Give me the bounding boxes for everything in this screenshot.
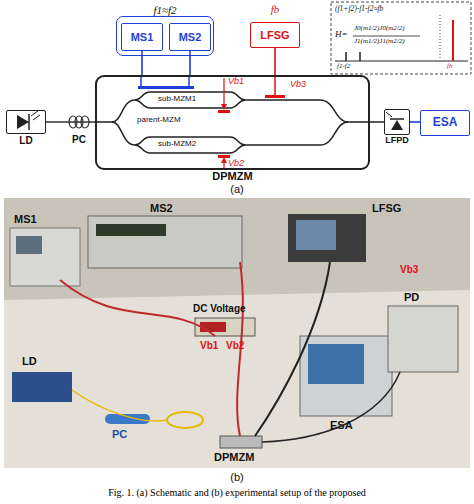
photo-wall [4,198,470,468]
signal-line [370,121,384,123]
source-group: f1≈f2MS1MS2 [116,16,214,56]
microwave-source-box: MS1 [121,23,163,51]
formula-denominator: J1(m1/2)J1(m2/2) [354,38,405,46]
node-text: LFSG [260,29,289,41]
photo-label: PD [404,291,419,303]
bias-voltage-label: Vb2 [228,159,244,169]
ms1-screen [16,236,42,254]
bias-voltage-label: Vb3 [290,80,306,90]
axis-label: f1-f2 [337,63,350,71]
photodetector-box: LFPD [384,109,410,135]
rf-electrode [138,86,194,89]
frequency-label: fb [271,3,280,15]
lfsg-wire [274,75,276,95]
node-text: ESA [433,116,458,129]
formula-label: H= [335,30,348,40]
ms2-instrument [88,216,242,268]
fraction-bar [353,36,420,37]
pc-device [105,414,150,424]
ld-device [12,372,72,402]
bias-arrowhead [221,157,227,163]
signal-generator-box: LFSG [250,22,300,48]
node-text: LFPD [385,136,409,146]
signal-line [410,121,420,123]
bias-voltage-label: Vb1 [228,77,244,87]
microwave-source-box: MS2 [169,23,211,51]
photodiode-symbol [390,118,404,120]
spectrum-line [359,52,361,61]
polarization-controller-coil [81,116,89,128]
photo-label: LD [22,355,37,367]
dc-source [195,318,255,336]
waveguide [112,122,348,145]
light-arrow [31,111,38,116]
fiber-coil [167,412,203,428]
dc-display [200,322,226,332]
figure-caption: Fig. 1. (a) Schematic and (b) experiment… [0,487,474,498]
bias-electrode [265,95,285,98]
ms1-instrument [10,228,80,286]
bias-arrow [223,78,224,108]
spectrum-line [345,52,347,61]
modulator-box: DPMZM [95,75,370,170]
light-arrow [33,115,40,120]
signal-line [46,121,95,123]
photo-label: Vb2 [226,340,244,351]
bias-electrode [218,110,230,113]
photo-label: LFSG [372,202,401,214]
light-arrow [386,112,392,117]
spectrum-line [452,20,454,61]
photo-label: Vb3 [400,264,418,275]
photo-label: PC [112,428,127,440]
part-name: sub-MZM1 [158,95,196,104]
cable [60,280,215,336]
signal-line [274,48,276,75]
photo-label: MS1 [14,213,37,225]
dotted-guide [440,15,441,58]
lfsg-instrument [288,214,366,262]
node-text: f1≈f2 [153,4,176,16]
spectrum-axis [335,61,468,62]
pd-instrument [388,306,458,372]
cable [255,262,330,436]
node-text: MS1 [131,31,154,43]
signal-line [141,51,143,75]
cable [262,372,400,442]
ms2-display [96,224,166,236]
photo-bench [4,290,470,468]
photo-label: ESA [330,419,353,431]
photo-label: DC Voltage [193,303,246,314]
axis-label: fb [447,63,452,71]
frequency-relation: (f1+f2)-f1-f2≈fb [335,5,383,13]
esa-screen [308,344,364,384]
laser-box: LD [6,110,46,134]
bias-arrowhead [221,104,227,110]
laser-diode-symbol [28,114,30,130]
photo-label: DPMZM [214,451,254,463]
panel-label: (a) [230,183,243,195]
dpmzm-device [220,436,262,448]
fiber [72,390,167,421]
photodiode-symbol [391,120,403,130]
node-text: LD [19,135,32,146]
lfsg-screen [296,220,336,250]
part-name: sub-MZM2 [158,140,196,149]
inset-box [331,2,471,74]
formula-numerator: J0(m1/2)J0(m2/2) [354,25,405,33]
panel-label: (b) [230,471,243,483]
signal-line [189,51,191,75]
analyzer-box: ESA [420,110,470,136]
esa-instrument [300,336,392,416]
waveguide [95,92,370,122]
component-name: PC [72,134,86,145]
part-name: parent-MZM [137,116,181,125]
photo-label: MS2 [150,202,173,214]
node-text: MS2 [179,31,202,43]
laser-diode-symbol [17,115,29,129]
photo-label: Vb1 [200,340,218,351]
node-text: DPMZM [212,170,252,182]
